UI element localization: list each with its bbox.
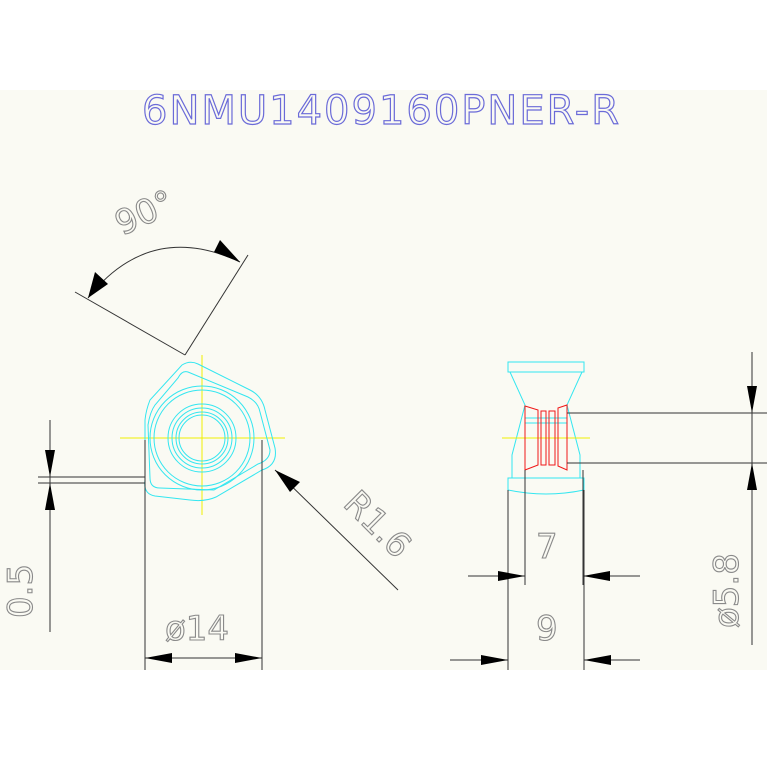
inner-width-label: 7 (536, 527, 558, 567)
arrowhead-icon (214, 240, 240, 262)
arrowhead-icon (88, 272, 108, 298)
diameter-dimension: ø14 (144, 440, 263, 670)
diameter-label: ø14 (165, 609, 229, 649)
arrowhead-icon (235, 653, 262, 663)
width-dimensions: 7 9 (450, 470, 640, 670)
arrowhead-icon (584, 655, 611, 665)
thickness-label: 0.5 (1, 564, 41, 618)
thickness-dimension: 0.5 (0, 420, 145, 632)
hole-diameter-dimension: ø5.8 (567, 352, 767, 645)
arrowhead-icon (498, 571, 525, 581)
insert-front-view (120, 355, 285, 515)
arrowhead-icon (747, 386, 757, 413)
hole-diameter-label: ø5.8 (707, 553, 747, 628)
arrowhead-icon (45, 450, 55, 477)
outer-width-label: 9 (536, 609, 558, 649)
arrowhead-icon (145, 653, 172, 663)
drawing-area (0, 90, 767, 670)
arrowhead-icon (747, 463, 757, 490)
insert-side-view (502, 361, 590, 495)
arrowhead-icon (583, 571, 610, 581)
arrowhead-icon (45, 483, 55, 510)
arrowhead-icon (275, 470, 300, 492)
arrowhead-icon (481, 655, 508, 665)
part-number-title: 6NMU1409160PNER-R (142, 88, 621, 134)
